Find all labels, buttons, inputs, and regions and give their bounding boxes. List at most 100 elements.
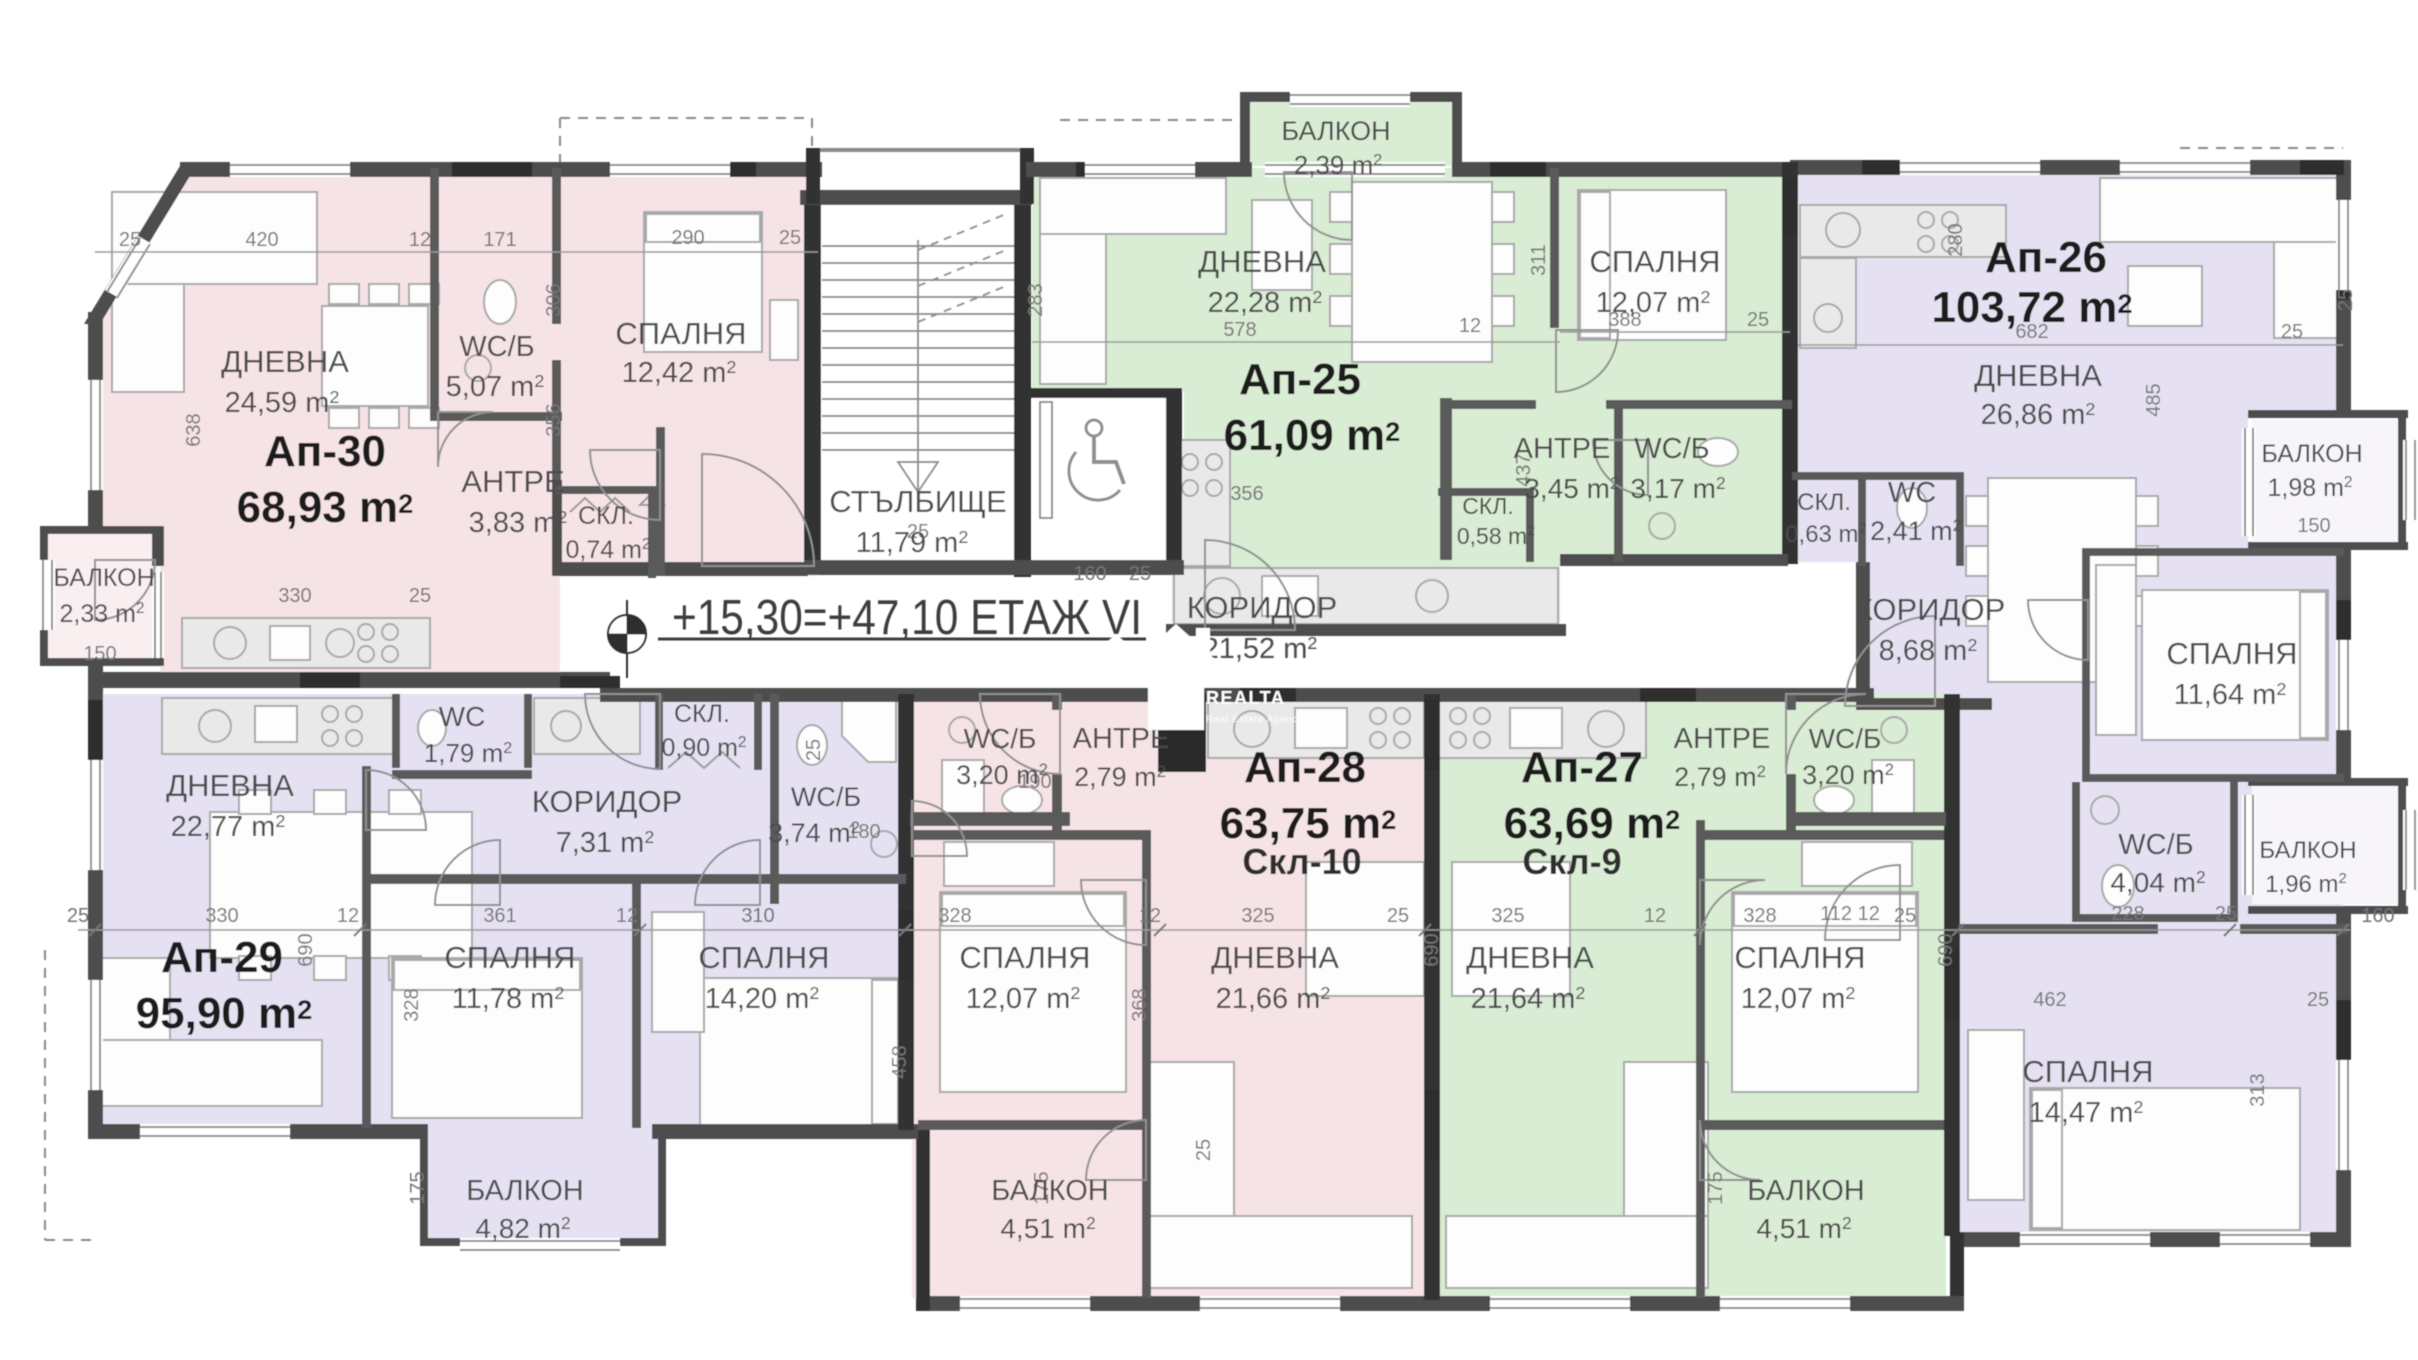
- svg-text:25: 25: [1193, 1139, 1215, 1161]
- svg-text:11,78 m2: 11,78 m2: [452, 983, 565, 1015]
- svg-text:25: 25: [1129, 563, 1151, 585]
- svg-text:БАЛКОН: БАЛКОН: [991, 1175, 1108, 1207]
- svg-text:330: 330: [278, 585, 311, 607]
- svg-text:2,41 m2: 2,41 m2: [1870, 516, 1962, 546]
- svg-text:25: 25: [2281, 321, 2303, 343]
- svg-text:356: 356: [543, 403, 565, 436]
- svg-text:25: 25: [409, 585, 431, 607]
- svg-text:WC/Б: WC/Б: [964, 723, 1037, 754]
- svg-text:150: 150: [83, 643, 116, 665]
- svg-text:290: 290: [671, 227, 704, 249]
- svg-text:3,17 m2: 3,17 m2: [1630, 473, 1725, 504]
- svg-text:0,90 m2: 0,90 m2: [661, 734, 746, 762]
- svg-text:25: 25: [2335, 289, 2357, 311]
- svg-text:12: 12: [1644, 905, 1666, 927]
- svg-text:22,77 m2: 22,77 m2: [171, 811, 286, 843]
- svg-text:462: 462: [2033, 989, 2066, 1011]
- svg-text:БАЛКОН: БАЛКОН: [2261, 440, 2362, 468]
- svg-text:0,63 m2: 0,63 m2: [1785, 521, 1867, 548]
- svg-text:458: 458: [889, 1045, 911, 1078]
- svg-text:228: 228: [2111, 903, 2144, 925]
- svg-text:437: 437: [1513, 453, 1535, 486]
- svg-text:3,20 m2: 3,20 m2: [1802, 760, 1894, 790]
- svg-text:25: 25: [779, 227, 801, 249]
- svg-text:Real Estate Agency: Real Estate Agency: [1206, 714, 1303, 725]
- svg-text:3,20 m2: 3,20 m2: [956, 760, 1048, 790]
- svg-text:160: 160: [1073, 563, 1106, 585]
- svg-text:2,79 m2: 2,79 m2: [1674, 762, 1766, 792]
- svg-text:25: 25: [803, 739, 825, 761]
- svg-text:112 12: 112 12: [1820, 903, 1880, 925]
- svg-text:368: 368: [1129, 988, 1151, 1021]
- svg-text:171: 171: [483, 229, 516, 251]
- svg-text:160: 160: [2361, 905, 2394, 927]
- svg-text:11,79 m2: 11,79 m2: [856, 527, 969, 559]
- svg-text:4,51 m2: 4,51 m2: [1000, 1213, 1095, 1244]
- svg-text:СПАЛНЯ: СПАЛНЯ: [615, 316, 746, 351]
- svg-text:310: 310: [741, 905, 774, 927]
- svg-text:СКЛ.: СКЛ.: [1462, 493, 1514, 519]
- svg-text:2,79 m2: 2,79 m2: [1074, 762, 1166, 792]
- svg-text:ДНЕВНА: ДНЕВНА: [1974, 358, 2102, 393]
- svg-text:3,45 m2: 3,45 m2: [1524, 473, 1619, 504]
- svg-text:ДНЕВНА: ДНЕВНА: [1211, 940, 1339, 975]
- svg-text:WC: WC: [1888, 477, 1936, 509]
- svg-text:12: 12: [1139, 905, 1161, 927]
- svg-text:12,07 m2: 12,07 m2: [1596, 287, 1711, 319]
- svg-text:WC: WC: [439, 701, 486, 732]
- svg-text:485: 485: [2143, 383, 2165, 416]
- svg-text:14,20 m2: 14,20 m2: [705, 983, 820, 1015]
- svg-text:Ап-25: Ап-25: [1239, 355, 1361, 404]
- svg-text:БАЛКОН: БАЛКОН: [1281, 116, 1390, 146]
- svg-text:0,58 m2: 0,58 m2: [1457, 523, 1535, 549]
- svg-text:WC/Б: WC/Б: [791, 782, 861, 812]
- svg-text:СПАЛНЯ: СПАЛНЯ: [1734, 940, 1865, 975]
- svg-text:СКЛ.: СКЛ.: [578, 502, 634, 530]
- svg-text:СПАЛНЯ: СПАЛНЯ: [698, 940, 829, 975]
- svg-text:4,82 m2: 4,82 m2: [475, 1213, 570, 1244]
- svg-text:175: 175: [1031, 1171, 1053, 1204]
- svg-text:Скл-9: Скл-9: [1522, 841, 1621, 882]
- svg-text:ДНЕВНА: ДНЕВНА: [1466, 940, 1594, 975]
- svg-text:24,59 m2: 24,59 m2: [225, 387, 340, 419]
- svg-text:328: 328: [401, 988, 423, 1021]
- svg-text:2,39 m2: 2,39 m2: [1294, 150, 1383, 180]
- svg-text:12: 12: [337, 905, 359, 927]
- svg-text:СКЛ.: СКЛ.: [674, 700, 730, 728]
- svg-text:WC/Б: WC/Б: [459, 331, 534, 363]
- svg-text:СПАЛНЯ: СПАЛНЯ: [2022, 1054, 2153, 1089]
- svg-text:ДНЕВНА: ДНЕВНА: [1198, 244, 1326, 279]
- svg-text:63,75 m2: 63,75 m2: [1220, 799, 1397, 848]
- svg-text:26,86 m2: 26,86 m2: [1981, 399, 2096, 431]
- svg-text:4,51 m2: 4,51 m2: [1756, 1213, 1851, 1244]
- svg-text:БАЛКОН: БАЛКОН: [1747, 1175, 1864, 1207]
- svg-text:СПАЛНЯ: СПАЛНЯ: [2166, 636, 2297, 671]
- svg-text:25: 25: [1894, 905, 1916, 927]
- svg-text:1,79 m2: 1,79 m2: [424, 738, 513, 768]
- svg-text:Ап-26: Ап-26: [1985, 233, 2107, 282]
- svg-text:306: 306: [543, 283, 565, 316]
- svg-text:311: 311: [1528, 244, 1550, 276]
- svg-text:12: 12: [409, 229, 431, 251]
- svg-text:690: 690: [1421, 933, 1443, 966]
- svg-text:420: 420: [245, 229, 278, 251]
- svg-text:12,07 m2: 12,07 m2: [966, 983, 1081, 1015]
- svg-text:325: 325: [1241, 905, 1274, 927]
- svg-text:1,96 m2: 1,96 m2: [2265, 871, 2347, 898]
- svg-text:578: 578: [1223, 319, 1256, 341]
- svg-text:СПАЛНЯ: СПАЛНЯ: [959, 940, 1090, 975]
- svg-text:361: 361: [483, 905, 516, 927]
- svg-text:СТЪЛБИЩЕ: СТЪЛБИЩЕ: [829, 484, 1007, 519]
- svg-text:68,93 m2: 68,93 m2: [237, 483, 414, 532]
- svg-text:КОРИДОР: КОРИДОР: [1187, 590, 1338, 625]
- svg-text:12,07 m2: 12,07 m2: [1741, 983, 1856, 1015]
- svg-text:АНТРЕ: АНТРЕ: [1514, 433, 1611, 465]
- svg-text:190: 190: [1018, 771, 1051, 793]
- svg-text:11,64 m2: 11,64 m2: [2174, 679, 2287, 711]
- svg-text:310: 310: [741, 905, 774, 927]
- svg-text:WC/Б: WC/Б: [2118, 829, 2193, 861]
- svg-text:12,42 m2: 12,42 m2: [622, 357, 737, 389]
- svg-text:5,07 m2: 5,07 m2: [446, 371, 545, 403]
- svg-text:25: 25: [1387, 905, 1409, 927]
- svg-text:313: 313: [2247, 1073, 2269, 1106]
